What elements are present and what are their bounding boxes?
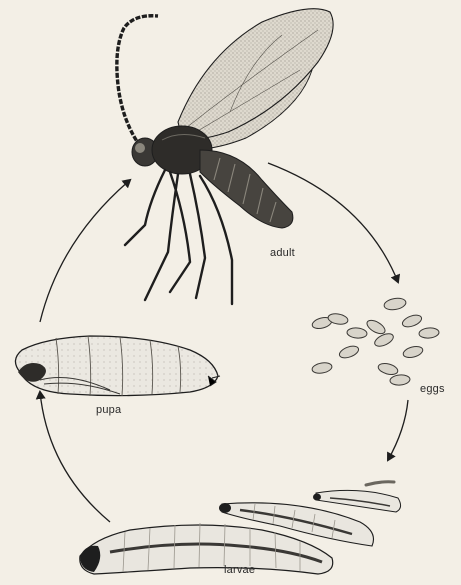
pupa-illustration (15, 336, 220, 396)
eggs-illustration (311, 297, 439, 386)
arrow-pupa-to-adult (40, 180, 130, 322)
arrow-eggs-to-larvae (388, 400, 408, 460)
larva-small (313, 490, 401, 512)
stage-label-pupa: pupa (96, 404, 121, 416)
fly-antenna (117, 16, 158, 146)
larva-large (80, 523, 333, 574)
adult-fly-illustration (117, 9, 333, 304)
stage-label-adult: adult (270, 247, 295, 259)
stage-label-larvae: larvae (224, 564, 255, 576)
fly-legs (125, 170, 232, 304)
stage-label-eggs: eggs (420, 383, 445, 395)
larvae-illustration (80, 482, 401, 574)
